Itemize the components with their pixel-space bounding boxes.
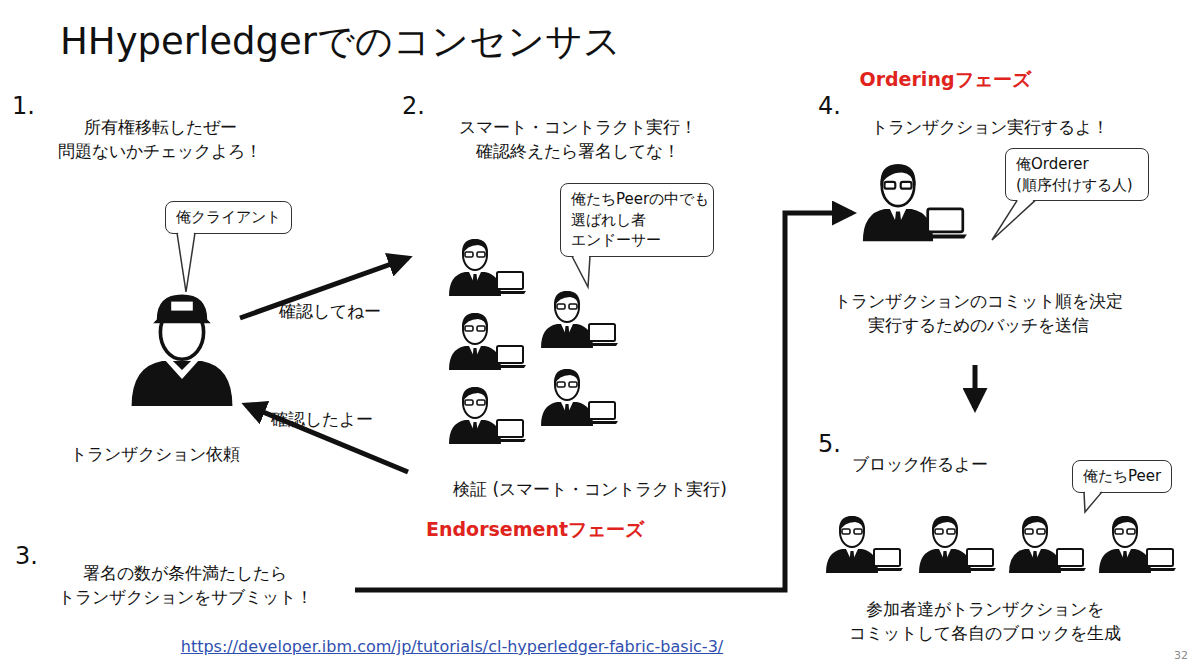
bubble-tail-outline bbox=[572, 256, 590, 287]
step-number: 5. bbox=[818, 428, 841, 462]
person-icon bbox=[863, 164, 967, 241]
bubble-tail bbox=[1085, 491, 1101, 512]
bubble-text: 俺クライアント bbox=[176, 207, 281, 228]
bubble-tail-outline bbox=[177, 233, 195, 292]
bubble-tail-outline bbox=[1084, 492, 1102, 512]
caption-text: トランザクション依頼 bbox=[70, 443, 240, 467]
caption-text: 検証 (スマート・コントラクト実行) bbox=[453, 478, 727, 502]
person-icon bbox=[541, 291, 618, 348]
laptop-icon bbox=[586, 324, 618, 346]
laptop-icon bbox=[586, 402, 618, 424]
laptop-icon bbox=[964, 549, 996, 571]
person-icon bbox=[449, 387, 526, 444]
bubble-tail bbox=[573, 255, 589, 287]
page-title: HHyperledgerでのコンセンサス bbox=[60, 16, 621, 68]
person-icon bbox=[826, 516, 903, 573]
laptop-icon bbox=[924, 209, 967, 239]
reply-arrow bbox=[246, 405, 408, 472]
step-text: トランザクション実行するよ！ bbox=[871, 116, 1109, 140]
down-arrow bbox=[973, 365, 978, 408]
step-text: 署名の数が条件満たしたら トランザクションをサブミット！ bbox=[49, 562, 321, 610]
step-text: ブロック作るよー bbox=[852, 453, 988, 477]
step-number: 1. bbox=[12, 90, 35, 124]
page-number: 32 bbox=[1174, 648, 1188, 663]
laptop-icon bbox=[1054, 549, 1086, 571]
arrow-label: 確認してねー bbox=[279, 300, 381, 324]
speech-bubble: 俺Orderer (順序付けする人) bbox=[1005, 148, 1149, 201]
people-group bbox=[132, 164, 1176, 573]
laptop-icon bbox=[494, 420, 526, 442]
laptop-icon bbox=[494, 346, 526, 368]
step-number: 4. bbox=[818, 90, 841, 124]
step-number: 3. bbox=[15, 540, 38, 574]
bubble-tail-outline bbox=[992, 201, 1035, 240]
phase-label: Endorsementフェーズ bbox=[426, 516, 644, 543]
bubble-text: 俺たちPeer bbox=[1083, 466, 1161, 487]
laptop-icon bbox=[1144, 549, 1176, 571]
speech-bubble: 俺たちPeer bbox=[1072, 460, 1172, 493]
client-icon bbox=[132, 294, 233, 406]
caption-text: トランザクションのコミット順を決定 実行するためのバッチを送信 bbox=[817, 290, 1139, 338]
person-icon bbox=[919, 516, 996, 573]
bubble-tail bbox=[992, 200, 1034, 240]
phase-label: Orderingフェーズ bbox=[859, 66, 1030, 93]
laptop-icon bbox=[871, 549, 903, 571]
speech-bubble: 俺たちPeerの中でも 選ばれし者 エンドーサー bbox=[560, 183, 714, 257]
laptop-icon bbox=[494, 272, 526, 294]
bubble-text: 俺たちPeerの中でも 選ばれし者 エンドーサー bbox=[571, 189, 703, 251]
source-url: https://developer.ibm.com/jp/tutorials/c… bbox=[181, 636, 723, 658]
step-text: スマート・コントラクト実行！ 確認終えたら署名してな！ bbox=[447, 116, 709, 164]
person-icon bbox=[449, 239, 526, 296]
step-text: 所有権移転したぜー 問題ないかチェックよろ！ bbox=[44, 116, 276, 164]
arrow-label: 確認したよー bbox=[271, 408, 373, 432]
bubble-text: 俺Orderer (順序付けする人) bbox=[1016, 154, 1138, 195]
caption-text: 参加者達がトランザクションを コミットして各自のブロックを生成 bbox=[835, 598, 1135, 646]
person-icon bbox=[1099, 516, 1176, 573]
step-number: 2. bbox=[402, 90, 425, 124]
submit-arrow bbox=[355, 213, 852, 590]
speech-bubble: 俺クライアント bbox=[165, 201, 292, 234]
bubble-tail bbox=[178, 232, 194, 292]
person-icon bbox=[449, 313, 526, 370]
person-icon bbox=[1009, 516, 1086, 573]
person-icon bbox=[541, 369, 618, 426]
